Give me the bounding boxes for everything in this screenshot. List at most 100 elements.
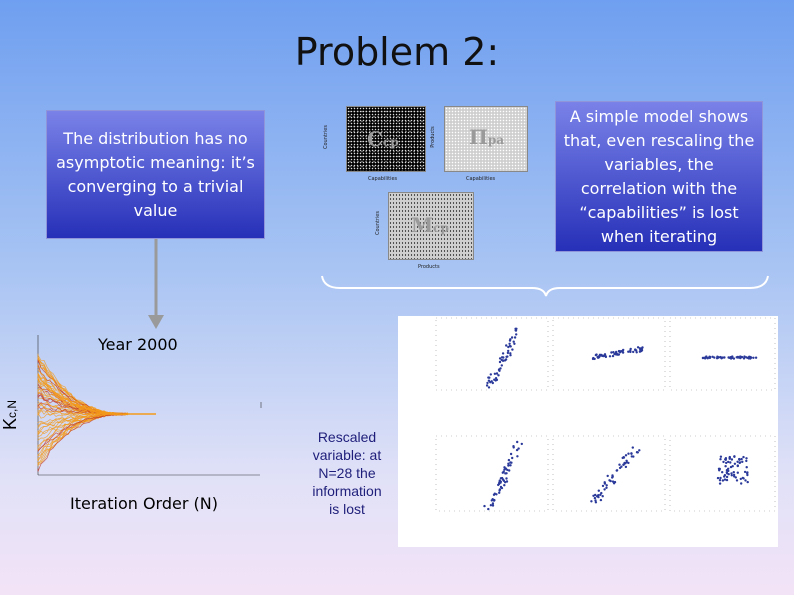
scatter-point — [742, 357, 746, 360]
scatter-point — [511, 456, 514, 460]
scatter-point — [611, 474, 614, 477]
scatter-point — [727, 356, 730, 359]
scatter-point — [745, 466, 748, 469]
scatter-point — [499, 481, 502, 484]
scatter-point — [727, 460, 730, 464]
scatter-point — [630, 452, 633, 455]
scatter-point — [514, 329, 518, 332]
scatter-point — [601, 495, 604, 498]
scatter-point — [635, 351, 638, 354]
scatter-point — [516, 440, 519, 444]
year-label: Year 2000 — [98, 335, 178, 354]
scatter-point — [596, 356, 600, 359]
scatter-point — [509, 464, 512, 467]
scatter-point — [746, 480, 749, 484]
ccp-y-label: Countries — [322, 125, 329, 149]
scatter-point — [717, 467, 721, 470]
mcp-x-label: Products — [418, 264, 440, 270]
scatter-point — [516, 455, 519, 458]
scatter-point — [511, 348, 514, 351]
scatter-point — [615, 350, 618, 354]
scatter-point — [735, 356, 738, 359]
scatter-point — [721, 479, 725, 482]
ccp-x-label: Capabilities — [368, 176, 398, 182]
scatter-point — [611, 476, 614, 479]
scatter-point — [597, 489, 600, 492]
scatter-point — [605, 484, 608, 487]
scatter-point — [509, 452, 513, 456]
scatter-point — [507, 458, 511, 462]
scatter-point — [510, 336, 514, 339]
scatter-point — [725, 461, 728, 465]
scatter-point — [723, 356, 726, 359]
scatter-point — [507, 345, 510, 349]
scatter-point — [754, 356, 758, 359]
scatter-point — [594, 353, 598, 357]
scatter-point — [513, 336, 517, 339]
scatter-point — [503, 466, 506, 469]
scatter-point — [487, 386, 491, 389]
scatter-point — [606, 474, 609, 478]
scatter-point — [510, 461, 513, 464]
scatter-point — [491, 381, 494, 385]
scatter-point — [729, 461, 732, 464]
scatter-point — [743, 470, 747, 474]
scatter-point — [624, 465, 628, 469]
scatter-point — [483, 504, 486, 508]
scatter-point — [708, 356, 712, 360]
pipa-x-label: Capabilities — [466, 176, 496, 182]
scatter-point — [618, 350, 621, 353]
scatter-point — [512, 340, 515, 343]
slide-title: Problem 2: — [294, 30, 500, 74]
scatter-cell-frame — [435, 317, 549, 391]
scatter-point — [724, 465, 727, 468]
convergence-curve — [37, 369, 129, 415]
scatter-point — [603, 353, 607, 356]
scatter-point — [638, 350, 642, 353]
scatter-point — [718, 479, 722, 482]
scatter-grid-svg — [435, 317, 776, 512]
scatter-point — [738, 461, 741, 465]
scatter-point — [600, 353, 603, 357]
scatter-point — [495, 378, 499, 382]
scatter-point — [498, 360, 502, 364]
scatter-point — [508, 469, 511, 472]
scatter-point — [618, 463, 621, 466]
scatter-point — [507, 349, 510, 353]
left-text-box: The distribution has no asymptotic meani… — [46, 110, 265, 239]
scatter-point — [485, 384, 489, 387]
scatter-cell — [435, 435, 549, 512]
scatter-point — [735, 479, 739, 482]
scatter-point — [497, 368, 501, 372]
scatter-point — [502, 479, 506, 482]
pipa-subscript: pa — [487, 133, 505, 147]
scatter-point — [733, 462, 737, 465]
plot-axes — [37, 335, 260, 476]
scatter-cell — [552, 317, 666, 391]
scatter-point — [489, 381, 492, 384]
scatter-point — [517, 447, 520, 450]
scatter-point — [497, 483, 500, 487]
scatter-point — [615, 352, 619, 356]
scatter-point — [621, 456, 624, 460]
scatter-point — [638, 449, 641, 452]
scatter-point — [499, 367, 502, 370]
scatter-point — [727, 473, 730, 476]
scatter-point — [609, 479, 612, 483]
mcp-y-label: Countries — [374, 211, 381, 235]
scatter-cell — [435, 317, 549, 391]
convergence-curves — [37, 353, 156, 472]
scatter-point — [498, 479, 501, 482]
scatter-point — [591, 357, 595, 361]
ccp-matrix-panel: Ccp — [346, 106, 426, 172]
scatter-grid — [398, 316, 778, 547]
scatter-point — [506, 355, 509, 358]
scatter-point — [508, 342, 511, 345]
scatter-point — [503, 484, 506, 487]
scatter-point — [603, 488, 606, 491]
scatter-point — [719, 458, 722, 461]
convergence-plot — [37, 335, 262, 476]
convergence-curve — [37, 358, 129, 416]
scatter-point — [502, 356, 505, 359]
scatter-point — [719, 355, 722, 359]
